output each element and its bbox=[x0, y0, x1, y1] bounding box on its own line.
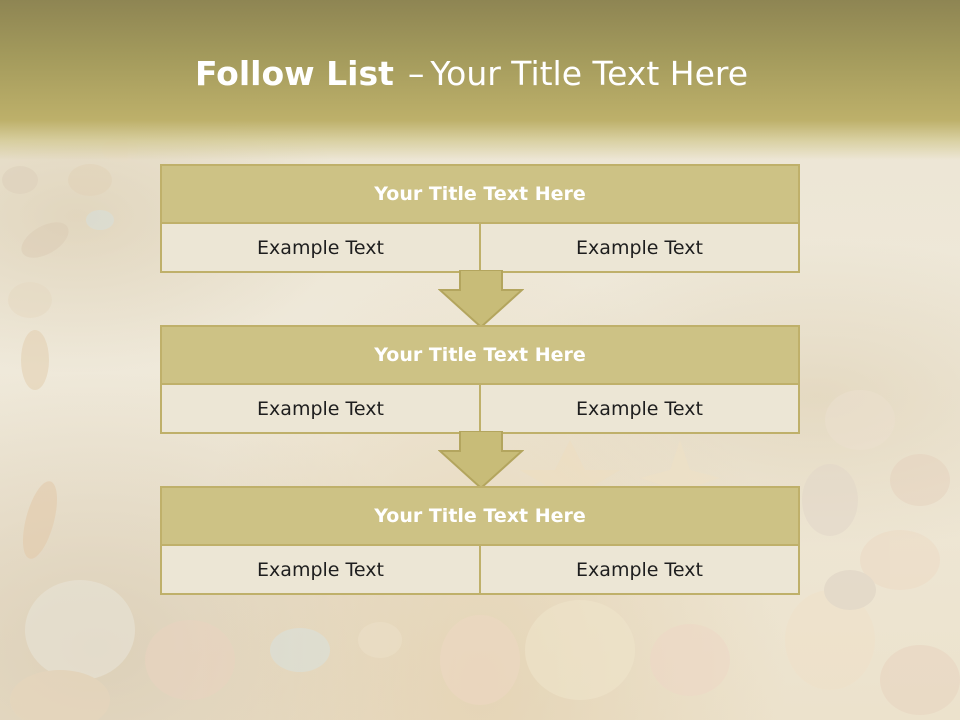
step-title-2: Your Title Text Here bbox=[162, 327, 798, 385]
slide-title-separator: – bbox=[407, 54, 425, 93]
step-box-2: Your Title Text Here Example Text Exampl… bbox=[160, 325, 800, 434]
step-1-left-text: Example Text bbox=[162, 224, 479, 271]
title-bar bbox=[0, 0, 960, 160]
slide-title-bold: Follow List bbox=[194, 54, 394, 93]
step-row-1: Example Text Example Text bbox=[162, 224, 798, 271]
slide-title-rest: Your Title Text Here bbox=[430, 54, 749, 93]
step-title-1: Your Title Text Here bbox=[162, 166, 798, 224]
step-row-2: Example Text Example Text bbox=[162, 385, 798, 432]
step-box-3: Your Title Text Here Example Text Exampl… bbox=[160, 486, 800, 595]
step-3-right-text: Example Text bbox=[479, 546, 798, 593]
down-arrow-icon bbox=[438, 431, 524, 489]
step-2-right-text: Example Text bbox=[479, 385, 798, 432]
step-row-3: Example Text Example Text bbox=[162, 546, 798, 593]
step-3-left-text: Example Text bbox=[162, 546, 479, 593]
step-box-1: Your Title Text Here Example Text Exampl… bbox=[160, 164, 800, 273]
step-2-left-text: Example Text bbox=[162, 385, 479, 432]
step-1-right-text: Example Text bbox=[479, 224, 798, 271]
slide-title: Follow List–Your Title Text Here bbox=[0, 54, 943, 93]
step-title-3: Your Title Text Here bbox=[162, 488, 798, 546]
down-arrow-icon bbox=[438, 270, 524, 328]
